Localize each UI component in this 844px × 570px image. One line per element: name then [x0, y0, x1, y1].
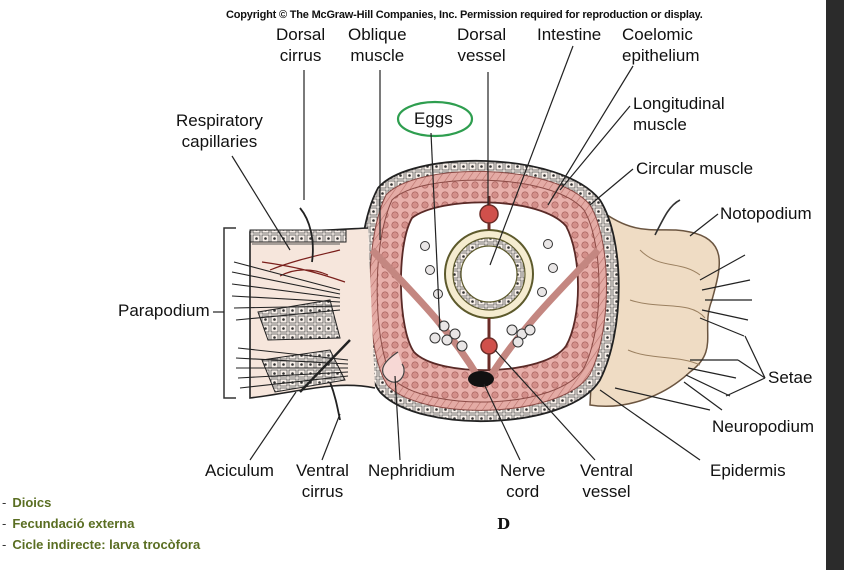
- nerve-cord-shape: [468, 371, 494, 387]
- bullet-item: -Fecundació externa: [2, 516, 135, 531]
- oblique-muscle-right: [485, 247, 601, 382]
- intestine-lumen: [460, 245, 518, 303]
- label-nephridium: Nephridium: [368, 461, 455, 480]
- right-cirrus: [654, 199, 681, 236]
- parapodium-bracket: [223, 227, 236, 399]
- bullet-item: -Dioics: [2, 495, 52, 510]
- label-intestine: Intestine: [537, 25, 602, 44]
- notopodium-epidermis: [249, 229, 347, 243]
- right-setae-upper: [699, 254, 752, 337]
- ventral-cirrus-shape: [329, 381, 341, 421]
- polychaete-cross-section-diagram: [213, 45, 766, 461]
- bullet-item: -Cicle indirecte: larva trocòfora: [2, 537, 201, 552]
- label-neuropodium: Neuropodium: [712, 417, 815, 436]
- label-epidermis: Epidermis: [710, 461, 786, 480]
- label-aciculum: Aciculum: [205, 461, 274, 480]
- leader-lines: [213, 45, 766, 461]
- right-setae-lower: [683, 359, 738, 411]
- notopodial-lobe: [257, 299, 341, 341]
- label-notopodium: Notopodium: [720, 204, 812, 223]
- bullet-list: -Dioics -Fecundació externa -Cicle indir…: [2, 492, 200, 555]
- label-parapodium: Parapodium: [118, 301, 210, 320]
- label-circular-muscle: Circular muscle: [636, 159, 754, 178]
- panel-letter: D: [497, 515, 511, 533]
- respiratory-capillaries-shape: [261, 249, 346, 283]
- left-setae-upper: [231, 261, 341, 321]
- eggs-cluster: [420, 239, 558, 352]
- label-setae: Setae: [768, 368, 813, 387]
- parapodium-folds: [627, 249, 706, 366]
- eggs-highlight-ellipse: [396, 100, 474, 138]
- dark-side-strip: [826, 0, 844, 570]
- dorsal-vessel-shape: [479, 204, 499, 224]
- nephridium-shape: [382, 351, 405, 383]
- label-eggs: Eggs: [414, 109, 453, 128]
- ventral-vessel-shape: [480, 337, 498, 355]
- copyright-notice: Copyright © The McGraw-Hill Companies, I…: [226, 9, 703, 21]
- oblique-muscle-left: [369, 247, 484, 382]
- dorsal-cirrus-shape: [299, 207, 314, 263]
- aciculum-shape: [299, 339, 351, 393]
